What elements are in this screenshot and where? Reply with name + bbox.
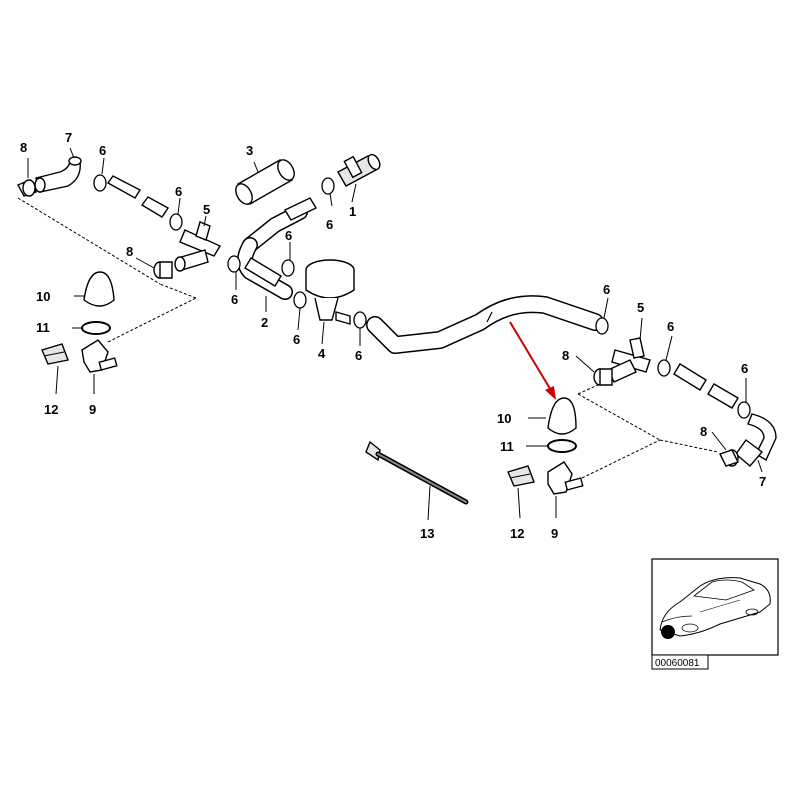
part-10-left-cap <box>83 271 115 307</box>
right-hose-chain <box>593 317 777 467</box>
callout-10: 10 <box>36 289 50 304</box>
clamp-6-h <box>595 317 609 335</box>
callout-7: 7 <box>759 474 766 489</box>
callout-5: 5 <box>637 300 644 315</box>
callout-9: 9 <box>89 402 96 417</box>
callout-2: 2 <box>261 315 268 330</box>
callout-6: 6 <box>99 143 106 158</box>
car-outline <box>659 577 771 637</box>
clamp-6-b <box>169 213 183 231</box>
part-4-tank <box>305 259 355 325</box>
part-12-right-clip <box>507 465 535 487</box>
callout-5: 5 <box>203 202 210 217</box>
callout-6: 6 <box>603 282 610 297</box>
clamp-6-j <box>737 401 751 419</box>
callout-12: 12 <box>44 402 58 417</box>
highlight-location-dot <box>661 625 675 639</box>
clamp-6-d <box>281 259 295 277</box>
part-9-left-jet <box>81 339 118 373</box>
callout-1: 1 <box>349 204 356 219</box>
callout-9: 9 <box>551 526 558 541</box>
part-10-right-cap <box>547 397 577 435</box>
callout-6: 6 <box>355 348 362 363</box>
highlight-arrow <box>509 321 556 400</box>
callout-6: 6 <box>741 361 748 376</box>
part-8-right-mid <box>593 368 613 386</box>
callout-10: 10 <box>497 411 511 426</box>
part-11-right-ring <box>547 439 577 453</box>
part-3-sleeve <box>235 159 295 205</box>
part-9-right-jet <box>547 461 584 495</box>
callout-8: 8 <box>562 348 569 363</box>
right-nozzle-assembly <box>507 397 584 495</box>
inset-reference-number: 00060081 <box>655 658 700 669</box>
callout-6: 6 <box>326 217 333 232</box>
clamp-6-e <box>293 291 307 309</box>
callout-4: 4 <box>318 346 326 361</box>
callout-8: 8 <box>700 424 707 439</box>
callout-6: 6 <box>231 292 238 307</box>
dashed-guides <box>17 197 719 479</box>
part-8-right-bottom <box>719 449 739 467</box>
inset-car-location: 00060081 <box>651 558 779 670</box>
clamp-6-a <box>93 174 107 192</box>
clamp-6-f <box>321 177 335 195</box>
part-5-right-tee <box>607 337 651 383</box>
clamp-6-c <box>227 255 241 273</box>
clamp-6-i <box>657 359 671 377</box>
left-nozzle-assembly <box>41 271 118 373</box>
part-5-left-tee <box>174 221 222 272</box>
callout-12: 12 <box>510 526 524 541</box>
clamp-6-g <box>353 311 367 329</box>
callout-8: 8 <box>126 244 133 259</box>
part-7-left-elbow <box>34 156 82 193</box>
callout-6: 6 <box>175 184 182 199</box>
part-8-left-top <box>17 179 37 197</box>
callout-11: 11 <box>500 439 514 454</box>
callout-numbers: 8 7 6 3 6 5 1 6 6 8 6 2 6 4 6 10 11 12 9… <box>20 130 766 541</box>
callout-8: 8 <box>20 140 27 155</box>
callout-7: 7 <box>65 130 72 145</box>
part-7-right-elbow <box>735 413 777 467</box>
callout-11: 11 <box>36 320 50 335</box>
main-hose <box>237 204 604 354</box>
part-1-connector <box>337 153 381 187</box>
part-12-left-clip <box>41 343 69 365</box>
callout-3: 3 <box>246 143 253 158</box>
callout-6: 6 <box>285 228 292 243</box>
leader-lines <box>27 147 763 521</box>
part-8-left-mid <box>153 261 173 279</box>
left-hose-chain <box>17 156 307 309</box>
part-13-cable-tie <box>365 440 469 505</box>
part-11-left-ring <box>81 321 111 335</box>
callout-6: 6 <box>293 332 300 347</box>
callout-6: 6 <box>667 319 674 334</box>
callout-13: 13 <box>420 526 434 541</box>
